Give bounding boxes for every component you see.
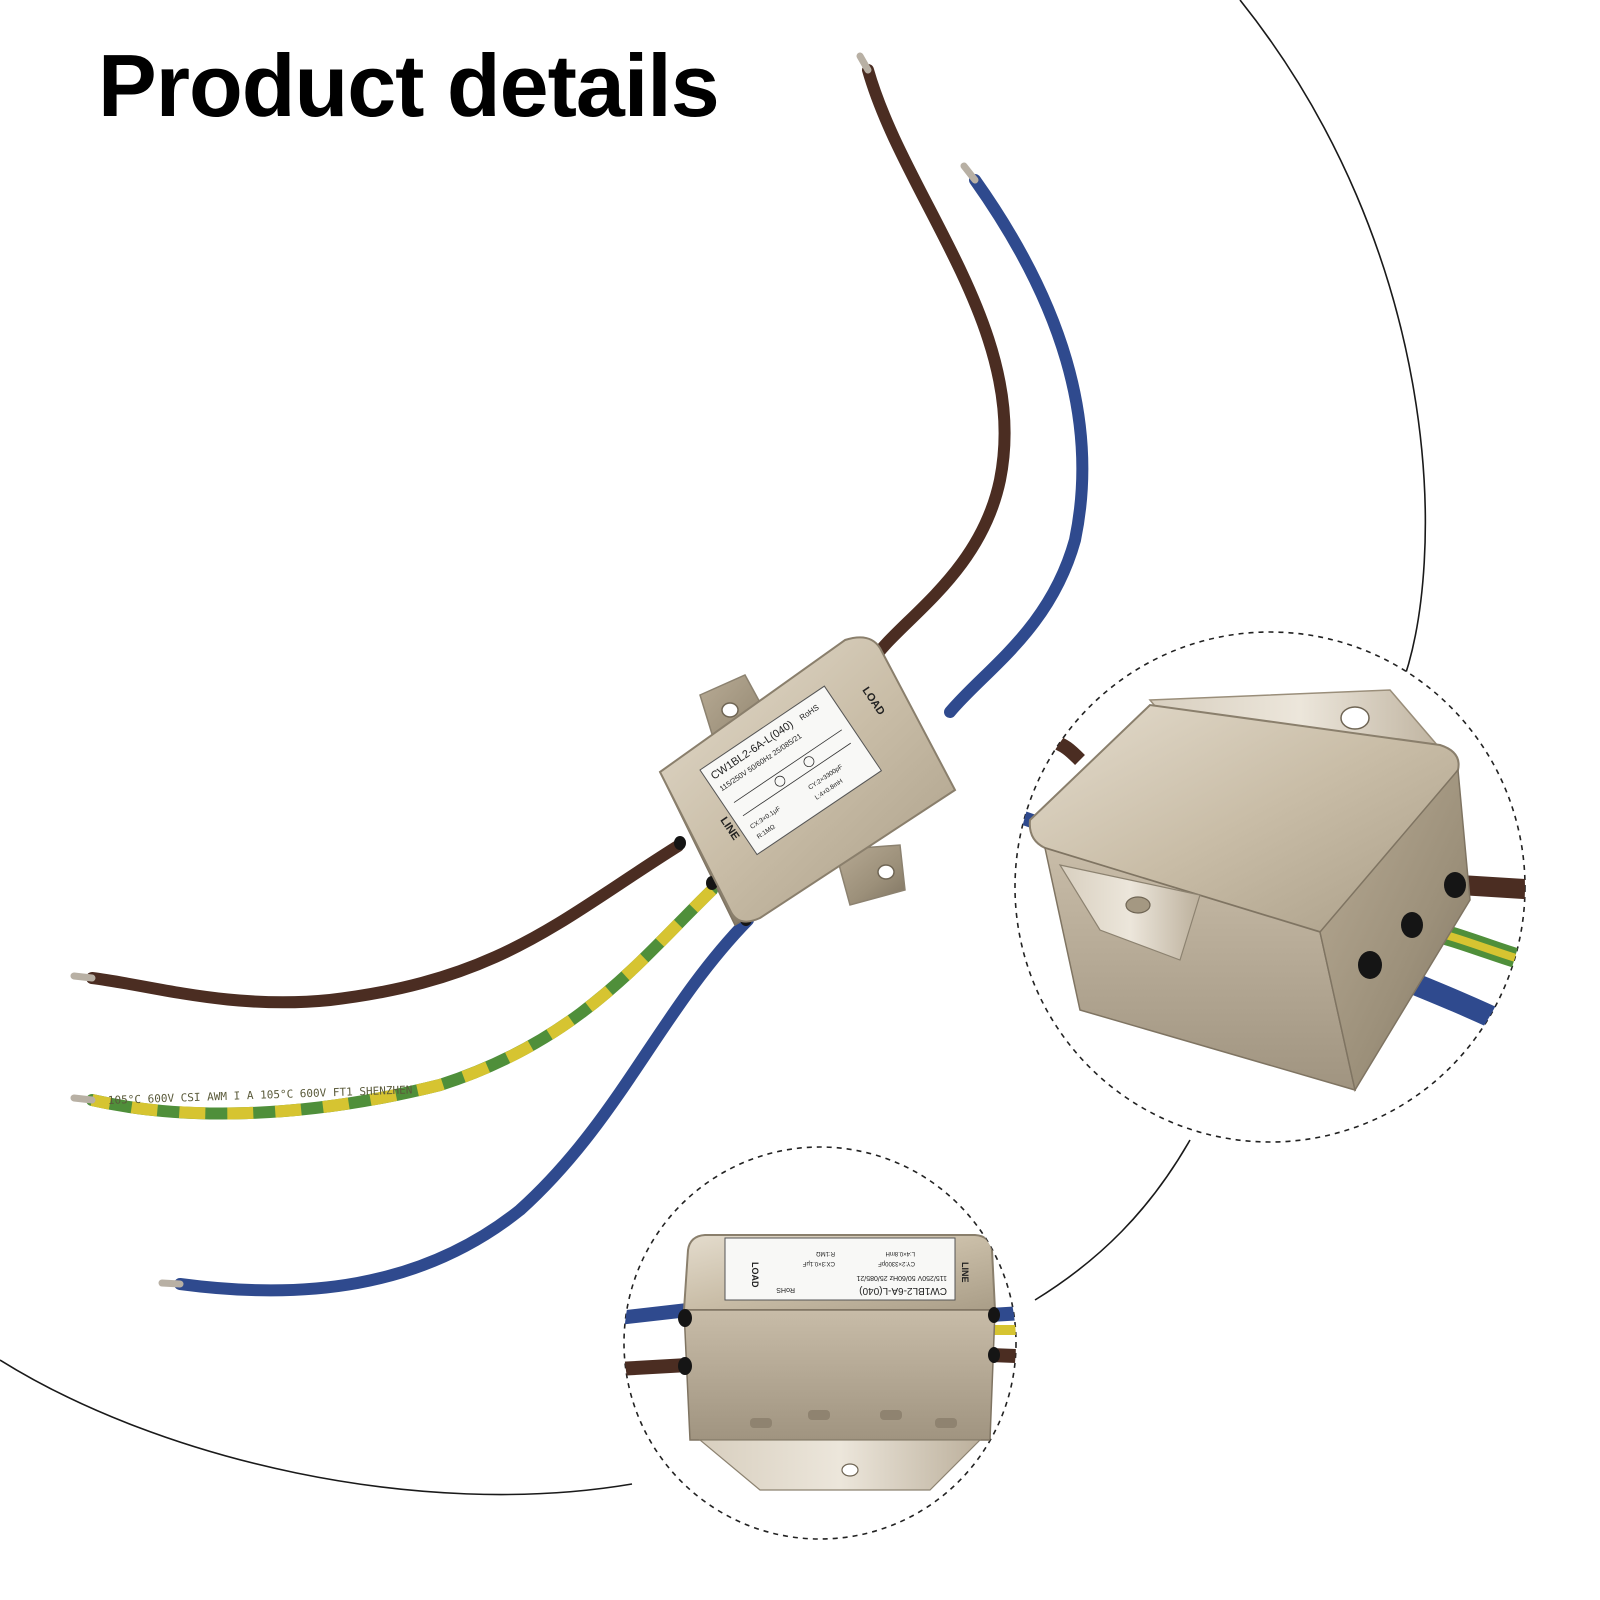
mounting-hole bbox=[877, 864, 895, 880]
label-cx: CX:3×0.1μF bbox=[802, 1260, 835, 1266]
grommet bbox=[674, 836, 686, 850]
brown-wire-bottom bbox=[86, 840, 684, 1009]
brown-wire bbox=[1459, 875, 1525, 900]
schematic-coil bbox=[774, 775, 786, 787]
grommet bbox=[1401, 912, 1423, 938]
wire-tip bbox=[70, 1094, 96, 1104]
wire-tip bbox=[158, 1279, 184, 1288]
blue-wire-top bbox=[944, 174, 1089, 718]
mounting-flange bbox=[834, 844, 906, 906]
background-arc bbox=[1239, 0, 1427, 691]
filter-front-face bbox=[683, 1309, 996, 1441]
schematic-coil bbox=[803, 756, 815, 768]
mounting-flange bbox=[1058, 864, 1201, 961]
green-yellow-wire-stripe bbox=[90, 885, 717, 1120]
label-r: R:1MΩ bbox=[816, 1250, 835, 1256]
grommet bbox=[678, 1357, 692, 1375]
wire-tip bbox=[960, 162, 979, 184]
mounting-hole bbox=[841, 1463, 859, 1477]
background-arc bbox=[0, 1359, 633, 1496]
schematic-line bbox=[742, 742, 851, 817]
dimple bbox=[935, 1418, 957, 1428]
dimple bbox=[808, 1410, 830, 1420]
page-title: Product details bbox=[98, 36, 720, 135]
schematic-line bbox=[733, 729, 843, 803]
brown-wire bbox=[624, 1358, 689, 1377]
wire-tip bbox=[70, 972, 96, 982]
background-arc bbox=[1034, 1139, 1191, 1301]
closeup-side-view bbox=[1014, 631, 1526, 1143]
label-background bbox=[699, 685, 883, 856]
label-rating: 115/250V 50/60Hz 25/085/21 bbox=[856, 1274, 947, 1281]
grommet bbox=[988, 1307, 1000, 1323]
label-l: L:4×0.8mH bbox=[885, 1250, 915, 1256]
mounting-hole bbox=[1125, 896, 1151, 914]
wire-tip bbox=[856, 52, 872, 74]
filter-side-face bbox=[1319, 768, 1471, 1092]
dimple bbox=[750, 1418, 772, 1428]
mounting-hole bbox=[1340, 706, 1370, 730]
label-rohs: RoHS bbox=[776, 1286, 795, 1293]
label-cy: CY:2×3300pF bbox=[878, 1260, 915, 1266]
label-model: CW1BL2-6A-L(040) bbox=[859, 1285, 947, 1296]
blue-wire bbox=[624, 1303, 689, 1327]
closeup-label-view: CW1BL2-6A-L(040) RoHS 115/250V 50/60Hz 2… bbox=[623, 1146, 1017, 1540]
mounting-flange bbox=[698, 1439, 982, 1491]
dimple bbox=[880, 1410, 902, 1420]
green-yellow-wire bbox=[86, 884, 718, 1120]
blue-wire-bottom bbox=[174, 914, 754, 1297]
grommet bbox=[988, 1347, 1000, 1363]
grommet bbox=[678, 1309, 692, 1327]
label-background bbox=[724, 1237, 956, 1301]
brown-wire-top bbox=[862, 64, 1011, 666]
load-marking: LOAD bbox=[750, 1262, 760, 1288]
emi-filter-main: CW1BL2-6A-L(040) RoHS 115/250V 50/60Hz 2… bbox=[658, 636, 957, 927]
mounting-hole bbox=[721, 702, 739, 718]
grommet bbox=[1444, 872, 1466, 898]
grommet bbox=[1358, 951, 1382, 979]
product-label: CW1BL2-6A-L(040) RoHS 115/250V 50/60Hz 2… bbox=[724, 1237, 956, 1301]
line-marking: LINE bbox=[960, 1262, 970, 1283]
